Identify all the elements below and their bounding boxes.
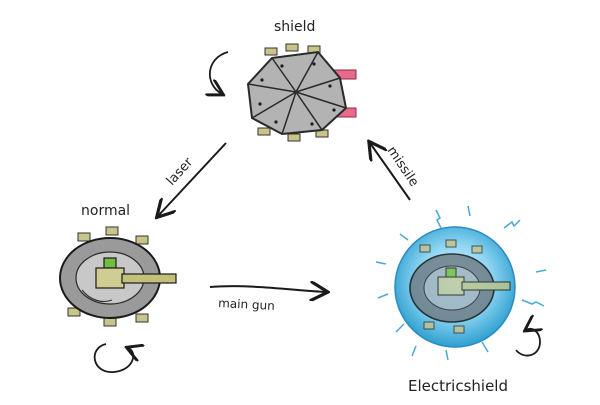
turret-icon: [103, 257, 117, 269]
laser-arrow: [158, 142, 227, 216]
missile-transition: missile: [370, 143, 422, 201]
normal-label: normal: [81, 203, 130, 219]
shield-state: shield: [210, 19, 357, 142]
rotate-icon: [515, 329, 540, 357]
tread-pads: [67, 226, 149, 327]
normal-hull-icon: [59, 237, 177, 319]
main-gun-arrow: [209, 286, 326, 292]
tread-pads: [419, 239, 483, 334]
laser-transition: laser: [158, 142, 227, 216]
main-gun-barrel-icon: [121, 273, 177, 284]
electric-shield-state: Electricshield: [375, 205, 547, 395]
shield-label: shield: [274, 19, 315, 35]
rotate-icon: [210, 51, 229, 94]
electric-hull-icon: [409, 253, 511, 323]
electric-spark-icons: [375, 205, 547, 361]
shield-hull-icon: [246, 50, 348, 136]
main-gun-transition: main gun: [209, 286, 326, 313]
laser-label: laser: [164, 155, 197, 189]
missile-label: missile: [384, 144, 422, 190]
electric-shield-label: Electricshield: [408, 377, 508, 395]
normal-state: normal: [59, 203, 177, 373]
rotate-icon: [93, 343, 134, 373]
main-gun-label: main gun: [218, 296, 275, 313]
missile-arrow: [370, 143, 411, 201]
